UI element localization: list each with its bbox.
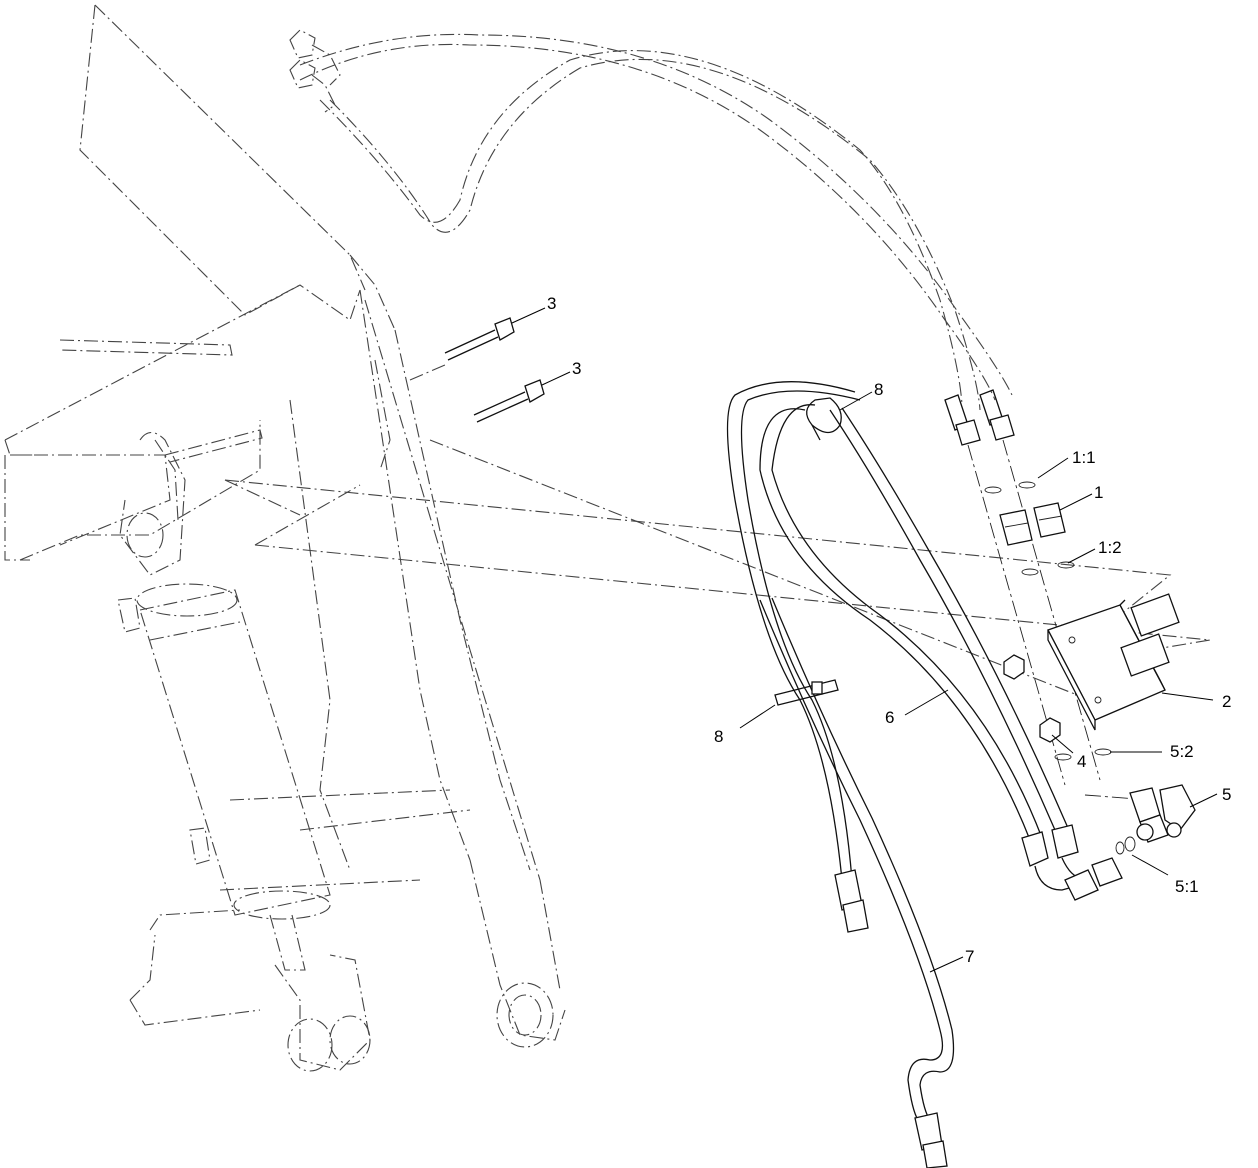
callout-leaders [511,307,1218,973]
callout-1-1: 1:1 [1072,448,1096,467]
callout-8-lower: 8 [714,727,723,746]
long-return-hose [726,381,955,1168]
hose-pair-to-valve [759,404,1123,901]
phantom-loader-frame [4,4,566,1072]
callout-3-lower: 3 [572,359,581,378]
callout-2: 2 [1222,692,1231,711]
upper-hose-ends [944,389,1015,446]
callout-5: 5 [1222,785,1231,804]
valve-block [1047,593,1180,731]
callout-labels: 3 3 8 1:1 1 1:2 2 4 5:2 5 5:1 6 7 8 [547,294,1231,966]
adapter-fitting-pair [984,481,1075,576]
hex-nut-pair [1003,654,1061,743]
phantom-upper-hoses [289,29,1013,411]
cable-ties [774,397,842,706]
elbow-fittings [1054,748,1196,855]
callout-1: 1 [1094,483,1103,502]
callout-1-2: 1:2 [1098,538,1122,557]
callout-7: 7 [965,947,974,966]
bolt-pair [444,317,545,423]
callout-8-upper: 8 [874,380,883,399]
callout-3-upper: 3 [547,294,556,313]
callout-5-2: 5:2 [1170,742,1194,761]
callout-5-1: 5:1 [1175,877,1199,896]
callout-6: 6 [885,708,894,727]
callout-4: 4 [1077,752,1086,771]
